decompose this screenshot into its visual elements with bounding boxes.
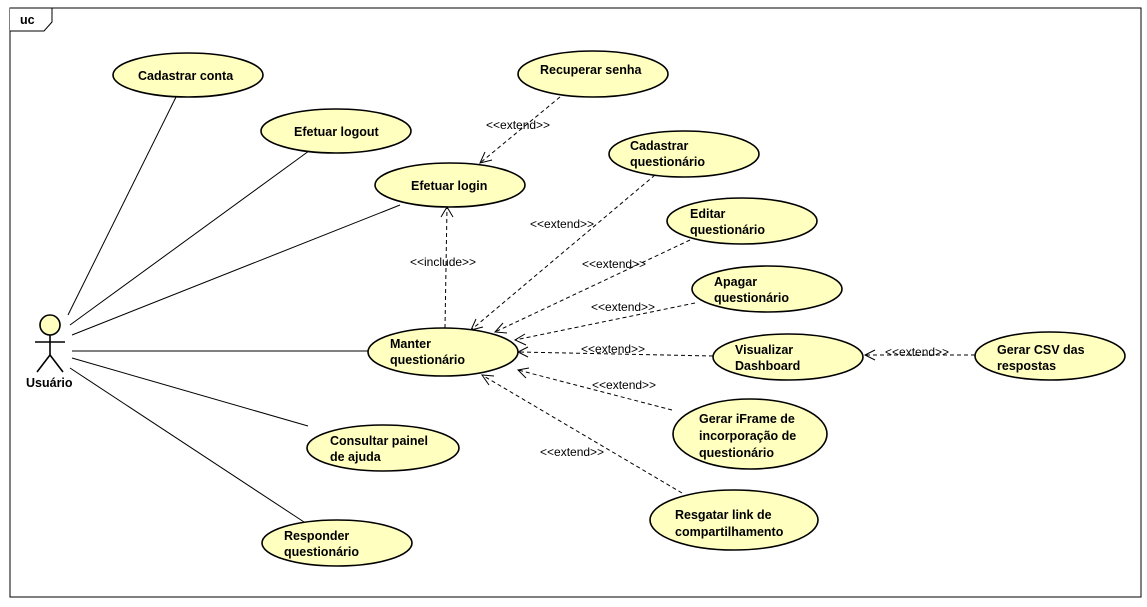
actor-label: Usuário bbox=[26, 376, 73, 390]
use-case-label: Efetuar login bbox=[411, 179, 487, 193]
use-case-ellipse bbox=[608, 130, 760, 178]
extend-csv-arrow bbox=[863, 349, 876, 361]
use-case-label-line-2: compartilhamento bbox=[675, 525, 784, 539]
use-case-label-line-1: Manter bbox=[390, 337, 431, 351]
stereotype-include-login: <<include>> bbox=[410, 255, 476, 269]
use-case-ellipse bbox=[666, 197, 818, 245]
actor-left-leg bbox=[36, 354, 51, 373]
use-case-ellipse bbox=[374, 162, 526, 208]
use-case-label-line-1: Gerar iFrame de bbox=[699, 412, 795, 426]
use-case-label-line-2: Dashboard bbox=[735, 359, 800, 373]
stereotype-extend-iframe: <<extend>> bbox=[592, 378, 656, 392]
use-case-label-line-1: Gerar CSV das bbox=[997, 343, 1085, 357]
use-case-label-line-2: questionário bbox=[690, 223, 765, 237]
stereotype-extend-cadastrar: <<extend>> bbox=[530, 217, 594, 231]
use-case-ellipse bbox=[261, 519, 413, 567]
extend-cadastrar-line bbox=[470, 174, 656, 331]
use-case-efetuar-login[interactable]: Efetuar login bbox=[374, 162, 526, 208]
use-case-cadastrar-conta[interactable]: Cadastrar conta bbox=[112, 52, 264, 98]
use-case-ellipse bbox=[367, 327, 519, 377]
use-case-label-line-2: questionário bbox=[390, 353, 465, 367]
stereotype-extend-csv: <<extend>> bbox=[885, 345, 949, 359]
extend-editar-line bbox=[494, 239, 691, 333]
use-case-label-line-1: Editar bbox=[690, 207, 726, 221]
use-case-label-line-1: Apagar bbox=[714, 275, 757, 289]
use-case-ellipse bbox=[712, 333, 864, 381]
use-case-ellipse bbox=[306, 424, 460, 472]
use-case-label-line-1: Cadastrar bbox=[630, 139, 688, 153]
assoc-efetuar-logout bbox=[69, 147, 314, 326]
use-case-consultar-painel[interactable]: Consultar painel de ajuda bbox=[306, 424, 460, 472]
stereotype-extend-editar: <<extend>> bbox=[582, 257, 646, 271]
use-case-label: Cadastrar conta bbox=[138, 69, 234, 83]
extend-iframe-arrow bbox=[516, 367, 530, 379]
extend-iframe-line bbox=[517, 369, 673, 411]
frame-tab bbox=[10, 7, 53, 32]
use-case-manter-questionario[interactable]: Manter questionário bbox=[367, 327, 519, 377]
extend-resgatar-line bbox=[481, 374, 683, 494]
use-case-label-line-3: questionário bbox=[699, 446, 774, 460]
use-case-cadastrar-questionario[interactable]: Cadastrar questionário bbox=[608, 130, 760, 178]
assoc-responder-questionario bbox=[69, 367, 305, 523]
include-login-line bbox=[444, 206, 448, 329]
use-case-label-line-2: questionário bbox=[284, 545, 359, 559]
use-case-apagar-questionario[interactable]: Apagar questionário bbox=[691, 265, 843, 313]
use-case-label-line-2: respostas bbox=[997, 359, 1056, 373]
use-case-efetuar-logout[interactable]: Efetuar logout bbox=[260, 108, 412, 154]
extend-apagar-line bbox=[514, 302, 696, 341]
dependencies bbox=[440, 96, 975, 494]
use-case-ellipse bbox=[112, 52, 264, 98]
use-case-ellipse bbox=[649, 489, 819, 551]
use-case-label-line-1: Visualizar bbox=[735, 343, 793, 357]
use-case-label-line-1: Resgatar link de bbox=[675, 508, 772, 522]
extend-dashboard-line bbox=[517, 351, 714, 357]
use-case-ellipse bbox=[517, 50, 669, 98]
use-case-recuperar-senha[interactable]: Recuperar senha bbox=[517, 50, 669, 98]
actor-usuario[interactable]: Usuário bbox=[26, 314, 73, 390]
actor-right-leg bbox=[49, 354, 64, 373]
use-case-label: Recuperar senha bbox=[540, 63, 642, 77]
assoc-cadastrar-conta bbox=[67, 94, 178, 316]
stereotype-extend-dashboard: <<extend>> bbox=[581, 342, 645, 356]
use-case-editar-questionario[interactable]: Editar questionário bbox=[666, 197, 818, 245]
assoc-efetuar-login bbox=[71, 204, 401, 336]
use-case-label-line-1: Consultar painel bbox=[330, 434, 428, 448]
use-case-ellipse bbox=[260, 108, 412, 154]
use-case-label-line-2: de ajuda bbox=[330, 450, 382, 464]
stereotype-extend-recuperar: <<extend>> bbox=[486, 118, 550, 132]
use-case-resgatar-link[interactable]: Resgatar link de compartilhamento bbox=[649, 489, 819, 551]
use-case-ellipse bbox=[974, 331, 1126, 381]
extend-recuperar-senha-line bbox=[479, 96, 561, 164]
assoc-consultar-painel bbox=[71, 357, 309, 427]
use-case-label-line-1: Responder bbox=[284, 529, 349, 543]
use-case-gerar-csv[interactable]: Gerar CSV das respostas bbox=[974, 331, 1126, 381]
use-case-ellipse bbox=[672, 398, 828, 470]
diagram-frame bbox=[9, 7, 1142, 598]
extend-editar-arrow bbox=[493, 322, 508, 334]
use-case-visualizar-dashboard[interactable]: Visualizar Dashboard bbox=[712, 333, 864, 381]
stereotype-labels: <<extend>> <<include>> <<extend>> <<exte… bbox=[410, 118, 949, 459]
extend-recuperar-senha-arrow bbox=[479, 151, 493, 164]
use-case-gerar-iframe[interactable]: Gerar iFrame de incorporação de question… bbox=[672, 398, 828, 470]
actor-head bbox=[39, 314, 61, 336]
use-case-ellipse bbox=[691, 265, 843, 313]
associations bbox=[67, 94, 401, 523]
use-case-label-line-2: incorporação de bbox=[699, 429, 796, 443]
use-case-label: Efetuar logout bbox=[294, 125, 380, 139]
use-case-label-line-2: questionário bbox=[630, 155, 705, 169]
frame-label: uc bbox=[20, 13, 35, 27]
stereotype-extend-resgatar: <<extend>> bbox=[540, 445, 604, 459]
extend-apagar-arrow bbox=[513, 333, 527, 346]
use-case-label-line-2: questionário bbox=[714, 291, 789, 305]
extend-resgatar-arrow bbox=[480, 374, 495, 386]
stereotype-extend-apagar: <<extend>> bbox=[591, 300, 655, 314]
use-case-responder-questionario[interactable]: Responder questionário bbox=[261, 519, 413, 567]
